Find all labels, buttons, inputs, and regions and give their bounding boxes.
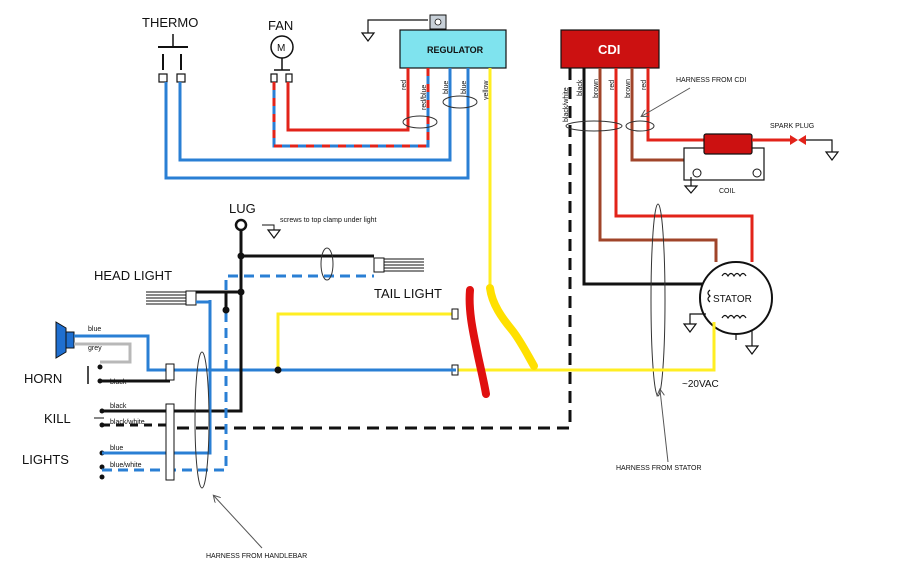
harness-from-handlebar-callout: HARNESS FROM HANDLEBAR (194, 247, 334, 560)
harness-from-cdi-callout: HARNESS FROM CDI (642, 77, 746, 116)
coil-label: COIL (719, 188, 735, 195)
junction-dots (222, 252, 282, 374)
cdi-wire-label: red (609, 80, 616, 90)
cdi-wires (170, 68, 754, 430)
head-light-label: HEAD LIGHT (94, 268, 172, 283)
stator: STATOR (682, 261, 773, 355)
cdi-wire-label: brown (593, 79, 600, 98)
handlebar-wire-label: blue (110, 445, 123, 452)
spark-plug: SPARK PLUG (752, 123, 840, 161)
handlebar-wire-label: black (110, 379, 127, 386)
cdi-wire-label: black (577, 79, 584, 96)
regulator-wire-label: red (401, 80, 408, 90)
tail-light: TAIL LIGHT (373, 257, 459, 376)
horn: HORN (24, 321, 103, 386)
ground-icon (682, 323, 698, 333)
harness-from-cdi-label: HARNESS FROM CDI (676, 77, 746, 84)
cdi-wire-label: brown (625, 79, 632, 98)
harness-from-stator-callout: HARNESS FROM STATOR (616, 203, 702, 472)
lug-label: LUG (229, 201, 256, 216)
thermo-label: THERMO (142, 15, 198, 30)
kill-label: KILL (44, 411, 71, 426)
regulator-wire-label: blue (461, 81, 468, 94)
cdi-wire-label: red (641, 80, 648, 90)
ground-icon (744, 345, 760, 355)
horn-icon (55, 321, 67, 359)
regulator-label: REGULATOR (427, 45, 484, 55)
ground-icon (266, 229, 282, 239)
fan-thermo-wires (164, 68, 478, 180)
handlebar-wire-label: black (110, 403, 127, 410)
harness-from-handlebar-label: HARNESS FROM HANDLEBAR (206, 553, 307, 560)
thermo-switch: THERMO (142, 15, 198, 83)
head-light: HEAD LIGHT (94, 268, 197, 306)
lights-label: LIGHTS (22, 452, 69, 467)
lug-note: screws to top clamp under light (280, 217, 377, 224)
spark-plug-label: SPARK PLUG (770, 123, 814, 130)
regulator-box (399, 29, 507, 69)
yellow-wires (276, 68, 716, 372)
cdi-wire-label: black/white (563, 87, 570, 122)
markup-yellow-stroke (486, 284, 538, 370)
markup-red-stroke (465, 286, 490, 398)
ground-icon (683, 185, 699, 194)
lug: LUG screws to top clamp under light (229, 201, 377, 257)
regulator-wire-label: yellow (483, 80, 490, 100)
handlebar-wire-label: blue/white (110, 462, 142, 469)
stator-label: STATOR (713, 294, 752, 305)
cdi-label: CDI (598, 42, 620, 57)
regulator-wire-label: blue (443, 81, 450, 94)
harness-from-stator-label: HARNESS FROM STATOR (616, 465, 702, 472)
tail-light-label: TAIL LIGHT (374, 286, 442, 301)
ground-icon (824, 151, 840, 161)
vac-label: ~20VAC (682, 379, 719, 390)
fan-motor-symbol: M (277, 43, 285, 54)
regulator-wire-label: red/blue (421, 85, 428, 110)
cdi-box (560, 29, 660, 69)
handlebar-wire-label: blue (88, 326, 101, 333)
ground-icon (360, 32, 376, 42)
regulator: REGULATOR (360, 14, 507, 69)
fan-label: FAN (268, 18, 293, 33)
fan-motor: FAN M (268, 18, 294, 83)
cdi-unit: CDI (560, 29, 660, 69)
handlebar-wire-label: grey (88, 345, 102, 352)
kill-switch: KILL (44, 408, 105, 428)
horn-label: HORN (24, 371, 62, 386)
ignition-coil: COIL (683, 133, 765, 195)
handlebar-wire-label: black/white (110, 419, 145, 426)
markup-annotations (465, 284, 538, 398)
lights-switch: LIGHTS (22, 450, 105, 480)
